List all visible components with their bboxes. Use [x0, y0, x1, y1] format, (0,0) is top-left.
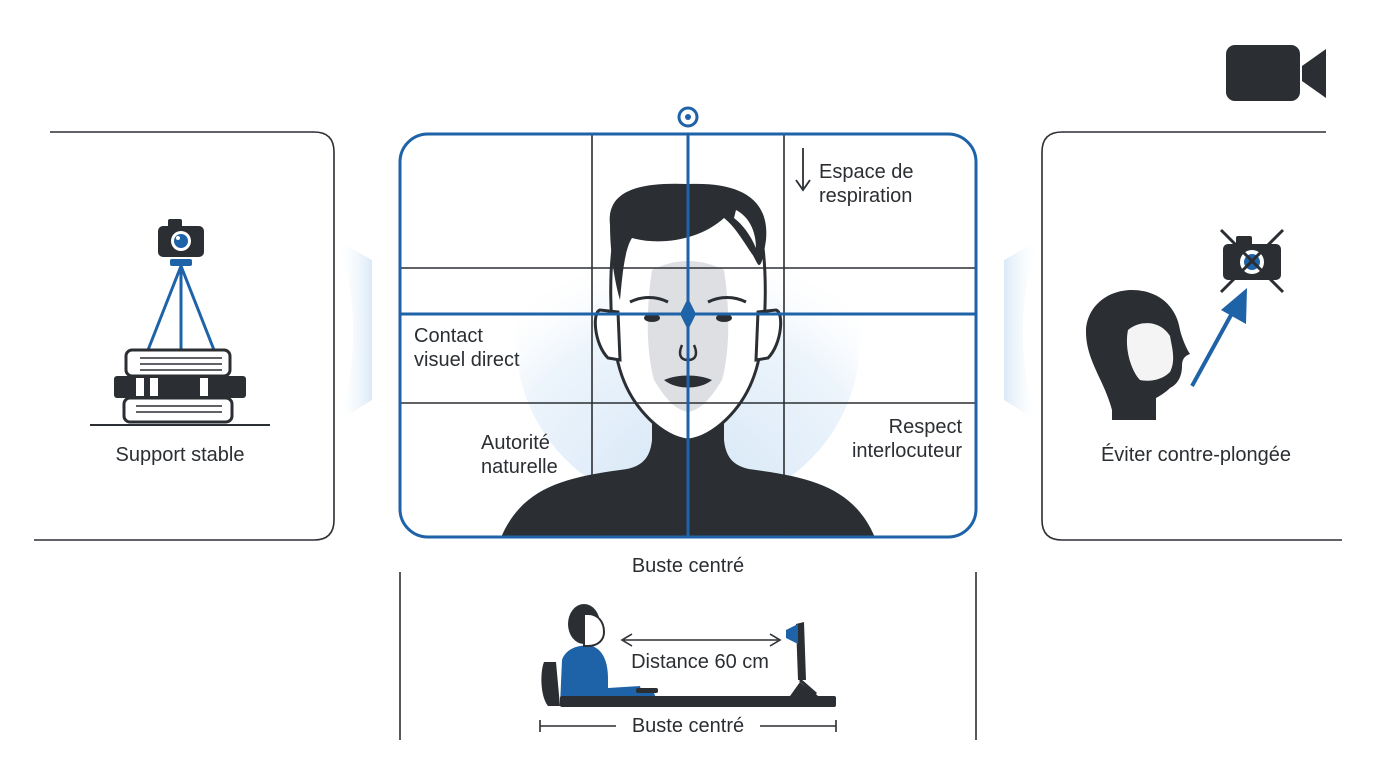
note-natural-authority-line1: Autorité — [481, 432, 550, 454]
person-profile-icon — [1086, 290, 1190, 420]
framing-frame — [398, 106, 978, 539]
desk-top — [560, 696, 836, 707]
left-panel — [34, 131, 335, 541]
desk-caption: Buste centré — [631, 715, 745, 737]
tripod-icon — [146, 259, 216, 351]
eye-line-marker — [680, 298, 696, 330]
right-panel-caption: Éviter contre-plongée — [1100, 444, 1292, 466]
monitor-webcam-icon — [786, 622, 818, 696]
note-eye-contact-line1: Contact — [414, 325, 483, 347]
camera-crossed-icon — [1219, 228, 1285, 294]
books-stack-icon — [90, 348, 270, 426]
note-eye-contact: Contact visuel direct — [414, 324, 520, 372]
note-natural-authority: Autorité naturelle — [481, 431, 558, 479]
width-measure-line — [539, 720, 837, 732]
glow-left — [336, 240, 372, 420]
right-panel — [1041, 131, 1342, 541]
camera-icon — [158, 219, 204, 257]
distance-label: Distance 60 cm — [631, 651, 769, 673]
desk-scene — [399, 572, 977, 740]
note-eye-contact-line2: visuel direct — [414, 349, 520, 371]
frame-border — [398, 132, 978, 539]
distance-arrow — [620, 633, 782, 647]
glow-right — [1004, 240, 1040, 420]
arrow-upward-icon — [1190, 288, 1247, 387]
note-natural-authority-line2: naturelle — [481, 456, 558, 478]
person-at-desk-icon — [541, 604, 658, 706]
left-panel-caption: Support stable — [115, 444, 245, 466]
note-breathing-space-line2: respiration — [819, 185, 913, 207]
framing-caption: Buste centré — [631, 555, 745, 577]
webcam-lens-icon — [677, 106, 699, 128]
note-breathing-space: Espace de respiration — [819, 160, 914, 208]
video-camera-icon — [1226, 45, 1326, 101]
note-respect-line2: interlocuteur — [851, 440, 962, 462]
note-breathing-space-line1: Espace de — [819, 161, 914, 183]
note-respect-line1: Respect — [888, 416, 962, 438]
down-arrow-icon — [795, 148, 811, 192]
note-respect: Respect interlocuteur — [800, 415, 962, 463]
